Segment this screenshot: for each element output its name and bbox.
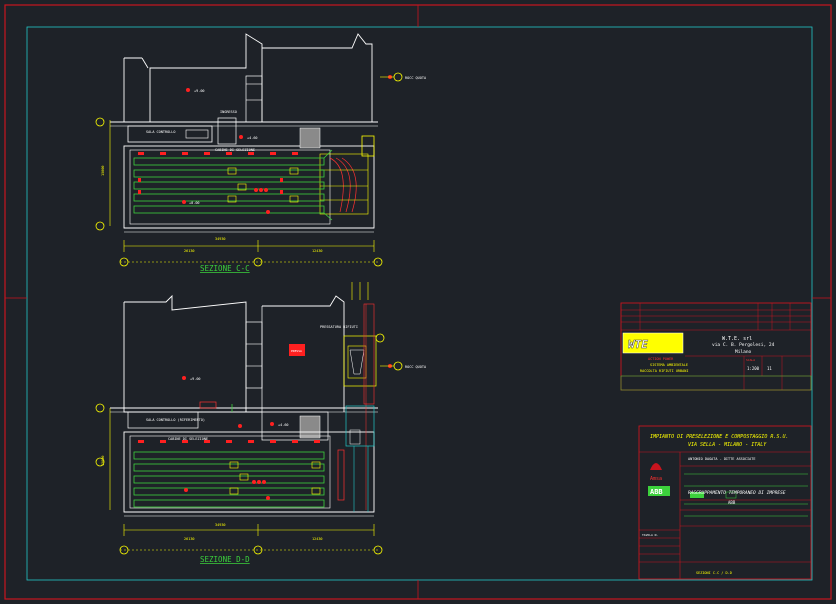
section-dd-label-press: PRESSA [291, 349, 302, 353]
section-dd-level-2: +4.60 [278, 423, 289, 427]
section-cc-level-3: +0.00 [189, 201, 200, 205]
amsa-subtitle: ANTONIO DAGATA - DITTE ASSOCIATE [688, 457, 755, 461]
section-cc-level-2: +4.60 [247, 136, 258, 140]
amsa-plant-title: IMPIANTO DI PRESELEZIONE E COMPOSTAGGIO … [650, 434, 788, 440]
inner-border [26, 26, 813, 581]
section-cc-dim-b: 12430 [312, 249, 323, 253]
wte-address: via C. B. Pergolesi, 24 [712, 342, 775, 348]
section-dd-label-cabin: CABINE DI SELEZIONE [168, 437, 208, 441]
section-dd-title: SEZIONE D-D [200, 555, 250, 564]
section-cc-title: SEZIONE C-C [200, 264, 250, 273]
wte-scale-label: SCALA [746, 358, 755, 362]
amsa-client: Amsa [650, 476, 662, 482]
section-dd-level-1: +9.00 [190, 377, 201, 381]
section-cc-label-cabin: CABINE DI SELEZIONE [215, 148, 255, 152]
section-dd-dim-b: 12430 [312, 537, 323, 541]
section-cc-quota: ROCC QUOTA [405, 76, 427, 80]
section-dd-dim-total: 34930 [215, 523, 226, 527]
wte-scale: 1:200 [747, 366, 760, 371]
title-block-wte [620, 302, 812, 391]
title-block-amsa [638, 425, 812, 580]
section-dd-quota: ROCC QUOTA [405, 365, 427, 369]
section-cc-entry: INGRESSO [220, 110, 237, 114]
wte-city: Milano [735, 349, 752, 355]
section-cc-label-ctrl: SALA CONTROLLO [146, 130, 176, 134]
section-cc-dim-height: 15000 [101, 165, 105, 176]
wte-project-line-1: ACTION POWER [648, 357, 674, 361]
section-dd-dim-height: 15000 [101, 455, 105, 466]
section-cc-level-1: +9.00 [194, 89, 205, 93]
abb-tag: ABB [728, 500, 736, 505]
wte-project-line-2: SISTEMA AMBIENTALE [650, 363, 688, 367]
section-dd-label-ctrl: SALA CONTROLLO (RIFERIMENTO) [146, 418, 205, 422]
wte-project-line-3: RACCOLTA RIFIUTI URBANI [640, 369, 688, 373]
amsa-note-2: SEZIONI C-C / D-D [696, 571, 732, 575]
wte-logo: WTE [628, 338, 648, 351]
section-dd-dim-a: 26130 [184, 537, 195, 541]
wte-sheet-number: 11 [767, 366, 772, 371]
wte-company: W.T.E. srl [722, 336, 752, 342]
section-dd-drawing [95, 282, 403, 555]
section-cc-drawing [95, 33, 403, 267]
section-cc-dim-total: 34930 [215, 237, 226, 241]
amsa-note-1: TAVOLA N. [642, 533, 658, 537]
amsa-address: VIA SELLA - MILANO - ITALY [688, 442, 767, 448]
section-dd-label-press-area: PRESSATURA RIFIUTI [320, 325, 358, 329]
abb-contractor: ABB [650, 488, 663, 496]
section-cc-dim-a: 26130 [184, 249, 195, 253]
amsa-drawing-title: RAGGRUPPAMENTO TEMPORANEO DI IMPRESE [688, 490, 786, 496]
